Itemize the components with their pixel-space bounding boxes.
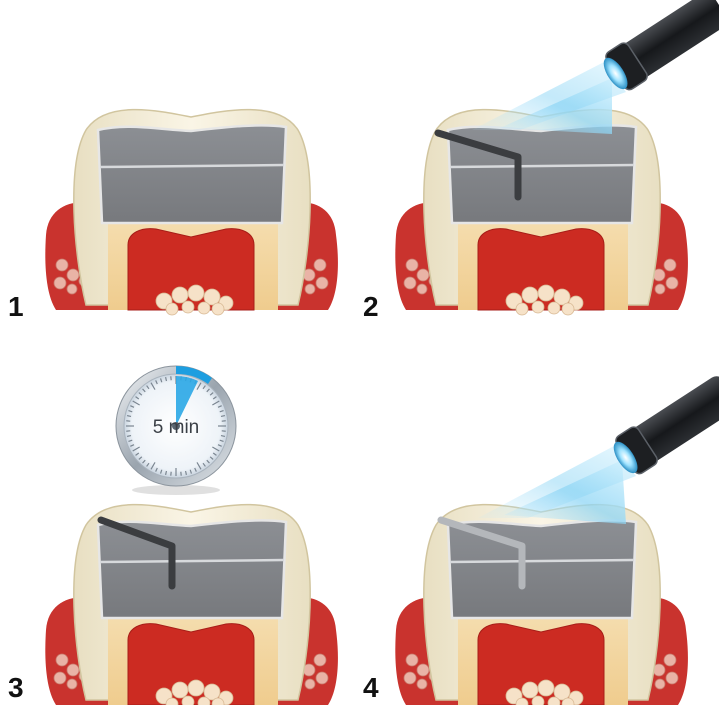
stopwatch-tick	[166, 377, 167, 381]
step-1-label: 1	[8, 291, 24, 322]
step-3-label: 3	[8, 672, 24, 703]
tooth-icon	[45, 110, 338, 315]
stopwatch-tick	[127, 436, 131, 437]
stopwatch-tick	[221, 416, 225, 417]
curing-light-icon	[472, 0, 719, 134]
tooth-icon	[395, 110, 688, 315]
stopwatch-icon: 5 min	[116, 366, 236, 495]
step-2-panel	[395, 110, 688, 315]
step-1-panel	[45, 110, 338, 315]
tooth-icon	[395, 505, 688, 705]
stopwatch-tick	[186, 471, 187, 475]
step-4-label: 4	[363, 672, 379, 703]
step-3-panel	[45, 505, 338, 705]
stopwatch-tick	[127, 416, 131, 417]
tooth-icon	[45, 505, 338, 705]
stopwatch-tick	[166, 471, 167, 475]
step-4-panel	[395, 505, 688, 705]
curing-light-icon	[478, 371, 719, 524]
step-2-label: 2	[363, 291, 379, 322]
timer-label: 5 min	[153, 417, 199, 438]
stopwatch-tick	[221, 436, 225, 437]
